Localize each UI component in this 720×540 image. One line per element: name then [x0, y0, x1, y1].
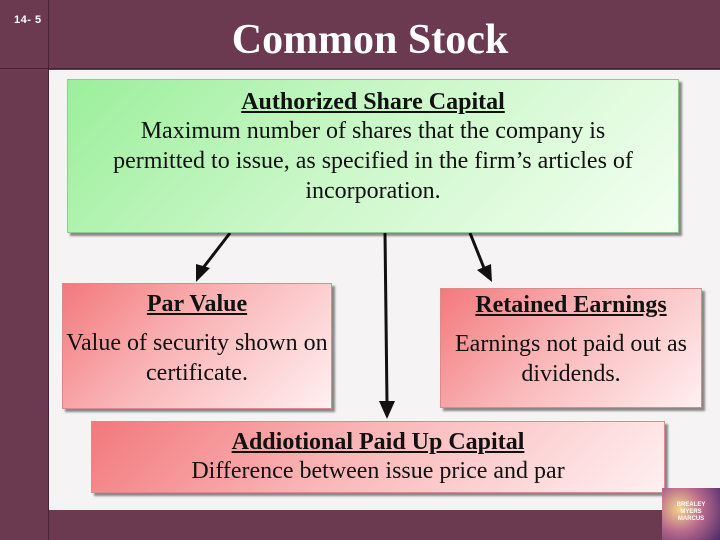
- logo-line-2: MYERS: [680, 509, 702, 515]
- slide-title: Common Stock: [231, 17, 509, 63]
- retained-earnings-box: Retained Earnings Earnings not paid out …: [440, 288, 702, 408]
- slide-number: 14- 5: [14, 14, 42, 26]
- left-frame: [0, 70, 48, 540]
- par-value-description: Value of security shown on certificate.: [66, 330, 328, 386]
- publisher-logo-text: BREALEY MYERS MARCUS: [662, 502, 720, 523]
- bottom-frame: [0, 510, 720, 540]
- par-value-title: Par Value: [146, 291, 248, 317]
- authorized-share-capital-description: Maximum number of shares that the compan…: [113, 118, 633, 204]
- publisher-logo: BREALEY MYERS MARCUS: [662, 488, 720, 540]
- frame-horizontal-rule: [0, 68, 720, 69]
- retained-earnings-title: Retained Earnings: [475, 292, 667, 318]
- logo-line-1: BREALEY: [676, 502, 706, 508]
- title-bar: [0, 0, 720, 70]
- additional-paid-up-capital-title: Addiotional Paid Up Capital: [231, 429, 525, 455]
- frame-vertical-rule: [48, 0, 49, 540]
- par-value-box: Par Value Value of security shown on cer…: [62, 283, 332, 409]
- authorized-share-capital-title: Authorized Share Capital: [241, 89, 505, 115]
- additional-paid-up-capital-description: Difference between issue price and par: [191, 458, 565, 484]
- logo-line-3: MARCUS: [677, 516, 705, 522]
- additional-paid-up-capital-box: Addiotional Paid Up Capital Difference b…: [91, 421, 665, 493]
- retained-earnings-description: Earnings not paid out as dividends.: [455, 331, 687, 387]
- authorized-share-capital-box: Authorized Share Capital Maximum number …: [67, 79, 679, 233]
